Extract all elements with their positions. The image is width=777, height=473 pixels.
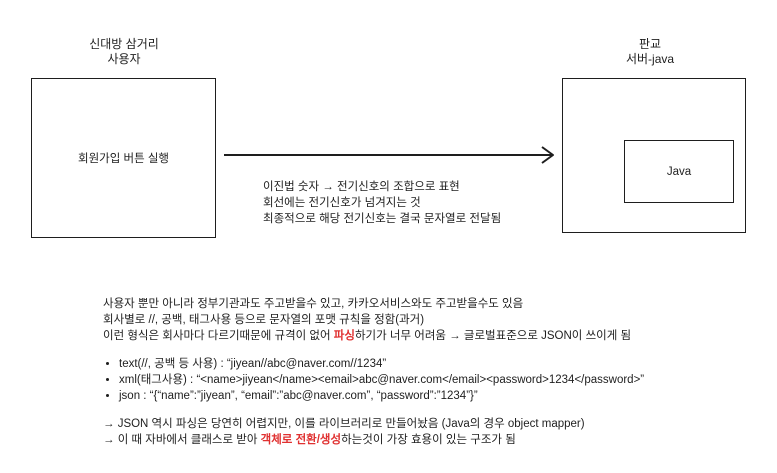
- parsing-highlight: 파싱: [333, 330, 355, 342]
- conclusion-block: → JSON 역시 파싱은 당연히 어렵지만, 이를 라이브러리로 만들어놨음 …: [103, 416, 585, 448]
- java-box: Java: [624, 140, 734, 203]
- note-text: 이런 형식은 회사마다 다르기때문에 규격이 없어: [103, 330, 334, 342]
- format-item-xml: xml(태그사용) : “<name>jiyean</name><email>a…: [119, 372, 644, 388]
- arrow-note-line: 이진법 숫자 → 전기신호의 조합으로 표현: [263, 181, 460, 193]
- format-list: text(//, 공백 등 사용) : “jiyean//abc@naver.c…: [103, 356, 644, 404]
- client-role-label: 사용자: [107, 52, 141, 66]
- note-line: → JSON 역시 파싱은 당연히 어렵지만, 이를 라이브러리로 만들어놨음 …: [103, 418, 585, 430]
- server-box: [562, 78, 746, 233]
- note-line: → 이 때 자바에서 클래스로 받아 객체로 전환/생성하는것이 가장 효용이 …: [103, 432, 585, 448]
- server-role-label: 서버-java: [625, 52, 675, 66]
- note-text: → 이 때 자바에서 클래스로 받아: [103, 434, 261, 446]
- java-label: Java: [666, 165, 692, 178]
- request-arrow: [224, 146, 554, 164]
- arrow-head: [541, 146, 554, 164]
- format-item-text: text(//, 공백 등 사용) : “jiyean//abc@naver.c…: [119, 356, 644, 372]
- client-location-label: 신대방 삼거리: [89, 37, 159, 51]
- client-caption: 신대방 삼거리 사용자: [64, 37, 184, 67]
- format-item-json: json : “{“name”:”jiyean”, “email”:”abc@n…: [119, 388, 644, 404]
- client-box: 회원가입 버튼 실행: [31, 78, 216, 238]
- signup-action-label: 회원가입 버튼 실행: [77, 153, 170, 165]
- note-line: 회사별로 //, 공백, 태그사용 등으로 문자열의 포맷 규칙을 정함(과거): [103, 314, 425, 326]
- server-location-label: 판교: [638, 37, 662, 51]
- object-conversion-highlight: 객체로 전환/생성: [260, 434, 342, 446]
- arrow-note-line: 회선에는 전기신호가 넘겨지는 것: [263, 197, 421, 209]
- server-caption: 판교 서버-java: [590, 37, 710, 67]
- notes-block: 사용자 뿐만 아니라 정부기관과도 주고받을수 있고, 카카오서비스와도 주고받…: [103, 296, 631, 344]
- note-line: 사용자 뿐만 아니라 정부기관과도 주고받을수 있고, 카카오서비스와도 주고받…: [103, 298, 524, 310]
- arrow-note: 이진법 숫자 → 전기신호의 조합으로 표현 회선에는 전기신호가 넘겨지는 것…: [263, 179, 501, 227]
- note-line: 이런 형식은 회사마다 다르기때문에 규격이 없어 파싱하기가 너무 어려움 →…: [103, 328, 631, 344]
- note-text: 하기가 너무 어려움 → 글로벌표준으로 JSON이 쓰이게 됨: [354, 330, 632, 342]
- arrow-note-line: 최종적으로 해당 전기신호는 결국 문자열로 전달됨: [263, 213, 502, 225]
- note-text: 하는것이 가장 효용이 있는 구조가 됨: [341, 434, 516, 446]
